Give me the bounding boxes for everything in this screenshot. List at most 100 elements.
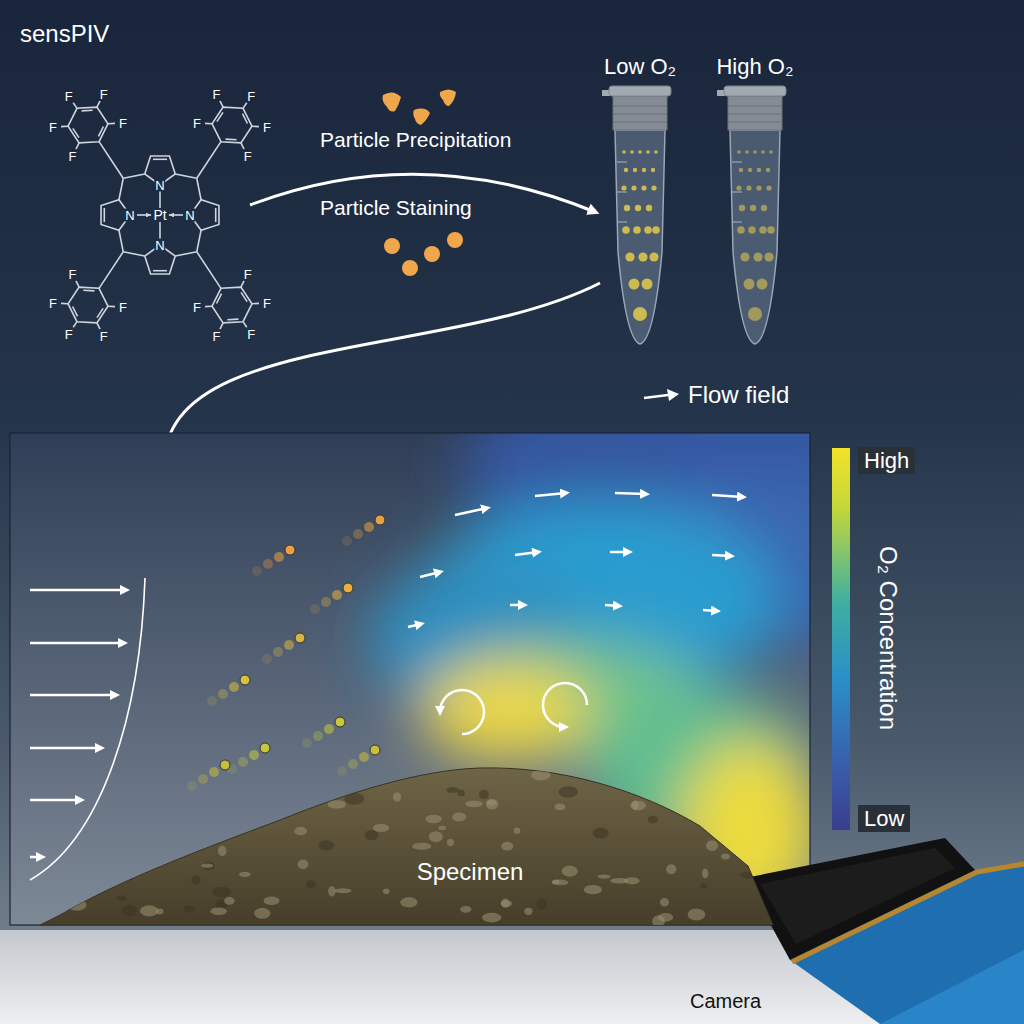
chemical-bond [76, 143, 79, 149]
chemical-bond [97, 101, 100, 107]
process-label: Particle Precipitation [320, 128, 511, 152]
sensor-particle [756, 185, 761, 190]
tracer-particle [342, 536, 352, 546]
atom-label: F [243, 150, 253, 163]
specimen-texture [457, 790, 465, 797]
sensor-particle [753, 150, 757, 154]
tracer-particle [375, 515, 385, 525]
specimen-texture [328, 800, 346, 808]
chemical-bond [205, 305, 212, 307]
panel-border [10, 433, 810, 925]
specimen-texture [156, 909, 164, 915]
atom-label: F [211, 87, 221, 100]
velocity-profile [30, 589, 126, 592]
flow-arrow [408, 493, 743, 627]
flow-arrow [408, 624, 421, 627]
stained-particles [384, 232, 463, 276]
specimen-texture [552, 880, 569, 886]
sensor-particle [766, 168, 770, 172]
chemical-bond [73, 306, 78, 316]
chemical-bond [137, 214, 151, 216]
chemical-bond [108, 123, 115, 125]
tracer-particle [218, 689, 228, 699]
vortex-arrow [543, 683, 587, 727]
legend-entry: Flow field [640, 381, 789, 409]
legend-sample [640, 383, 684, 407]
specimen-texture [593, 828, 609, 839]
velocity-profile [30, 642, 124, 645]
sensor-particle [622, 226, 630, 234]
specimen-texture [652, 915, 665, 927]
camera-illustration [760, 848, 955, 944]
flow-arrow [535, 493, 566, 496]
specimen-texture [66, 894, 75, 903]
chemical-bond [82, 109, 93, 111]
tracer-particle [321, 597, 331, 607]
specimen-texture [189, 831, 204, 840]
background [0, 0, 1024, 930]
sensor-particle [629, 279, 640, 290]
chemical-bond [197, 252, 221, 289]
chemical-bond [197, 178, 201, 200]
specimen-texture [67, 899, 87, 911]
chemical-bond [220, 323, 223, 329]
sensor-particle [767, 226, 775, 234]
sensor-particle [764, 252, 773, 261]
camera-label: Camera [690, 990, 761, 1013]
specimen-texture [702, 868, 708, 878]
specimen-texture [446, 787, 459, 793]
specimen-texture [486, 799, 498, 810]
flow-arrow [515, 552, 538, 555]
specimen-outline [40, 768, 773, 925]
flow-arrow [455, 508, 487, 515]
atom-label: F [67, 150, 77, 163]
flow-arrow [610, 551, 629, 554]
specimen-texture [619, 765, 628, 774]
specimen-texture [235, 800, 249, 804]
specimen-texture [271, 766, 283, 771]
sensor-particle [654, 150, 658, 154]
chemical-bond [241, 281, 244, 287]
flow-arrow [712, 555, 731, 556]
stained-particles [447, 232, 463, 248]
specimen-texture [350, 768, 367, 778]
tracer-particle [262, 654, 272, 664]
specimen-texture [182, 767, 199, 776]
sensor-particle [651, 168, 655, 172]
chemical-bond [220, 101, 223, 107]
colorbar-title: O₂ Concentration [874, 546, 902, 730]
sensor-particle [757, 168, 761, 172]
specimen-texture [100, 763, 109, 773]
atom-label: F [48, 296, 58, 309]
chemical-bond [123, 252, 145, 256]
specimen-texture [710, 765, 719, 777]
metal-atom-label: Pt [152, 208, 167, 222]
specimen-texture [425, 815, 442, 823]
specimen-texture [701, 883, 707, 889]
specimen-texture [743, 811, 750, 816]
velocity-profile [30, 856, 42, 859]
specimen-texture [487, 800, 497, 806]
specimen-texture [128, 860, 146, 869]
specimen-texture [333, 784, 340, 792]
tube-graduation [732, 222, 742, 223]
tube-outline [717, 86, 786, 344]
sensor-particle [736, 185, 741, 190]
sensor-particle [744, 279, 755, 290]
chemical-ring [68, 287, 108, 323]
atom-label: F [48, 121, 58, 134]
tube-cap [728, 96, 782, 130]
tube-graduation [732, 192, 742, 193]
specimen-texture [249, 820, 260, 828]
legend-arrow [644, 395, 668, 398]
sensor-particle [625, 252, 634, 261]
specimen-texture [257, 802, 271, 814]
atom-label: F [99, 87, 109, 100]
specimen-texture [365, 830, 379, 840]
sensor-particle [761, 150, 765, 154]
tracer-particle [238, 757, 248, 767]
chemical-bond [153, 158, 167, 160]
tube-outline [705, 52, 805, 352]
chemical-bond [241, 292, 247, 301]
specimen-texture [122, 905, 138, 916]
